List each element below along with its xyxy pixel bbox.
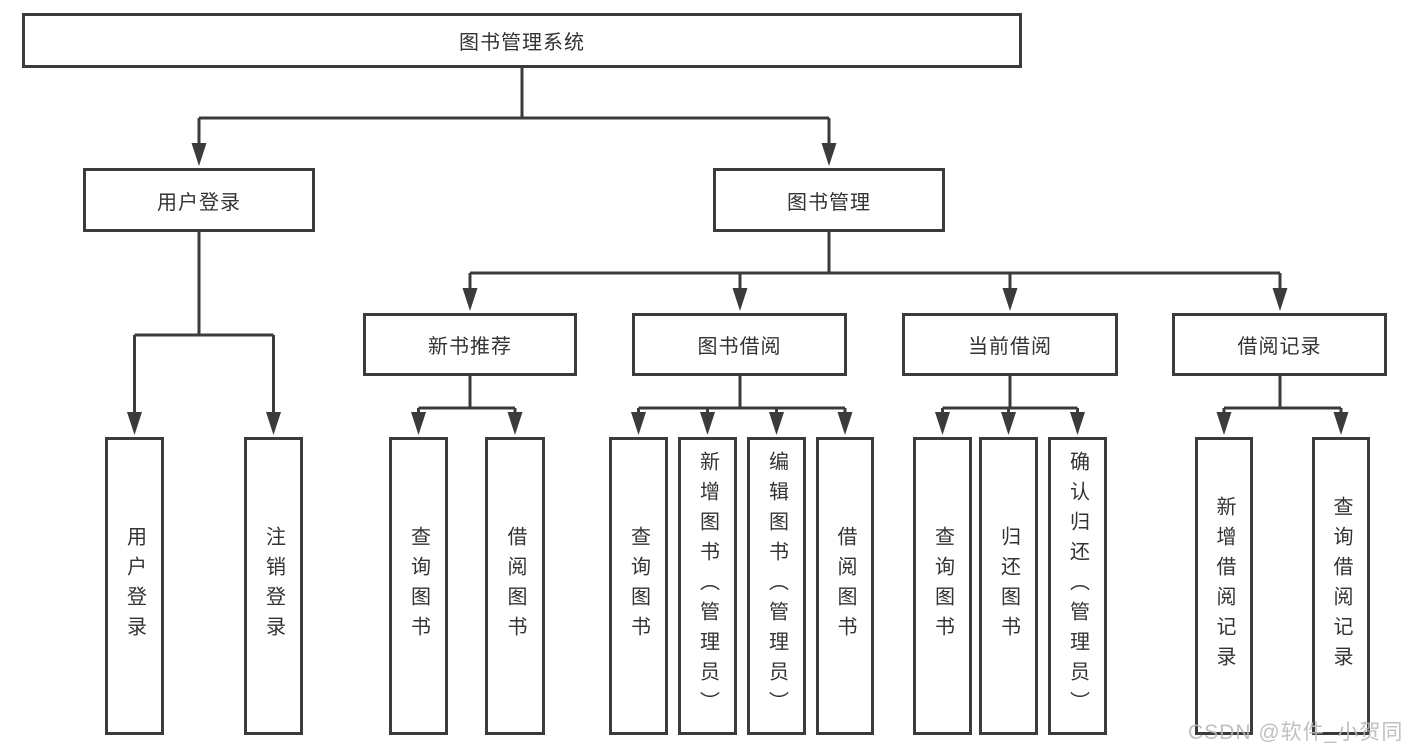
node-user-login: 用户登录 — [83, 168, 315, 232]
leaf-query-books-current: 查询图书 — [913, 437, 972, 735]
node-borrow-records: 借阅记录 — [1172, 313, 1387, 376]
leaf-user-login: 用户登录 — [105, 437, 164, 735]
node-book-borrowing: 图书借阅 — [632, 313, 847, 376]
csdn-watermark: CSDN @软件_小贺同学 — [1188, 721, 1405, 744]
leaf-query-books-recommend: 查询图书 — [389, 437, 448, 735]
leaf-confirm-return-admin: 确认归还（管理员） — [1048, 437, 1107, 735]
leaf-borrow-books-recommend: 借阅图书 — [485, 437, 545, 735]
node-current-borrowing: 当前借阅 — [902, 313, 1118, 376]
node-new-book-recommend: 新书推荐 — [363, 313, 577, 376]
leaf-query-borrow-record: 查询借阅记录 — [1312, 437, 1370, 735]
leaf-add-book-admin: 新增图书（管理员） — [678, 437, 737, 735]
leaf-add-borrow-record: 新增借阅记录 — [1195, 437, 1253, 735]
leaf-logout: 注销登录 — [244, 437, 303, 735]
leaf-query-books-borrow: 查询图书 — [609, 437, 668, 735]
arrowhead-icons — [127, 143, 1349, 435]
node-library-system: 图书管理系统 — [22, 13, 1022, 68]
leaf-edit-book-admin: 编辑图书（管理员） — [747, 437, 806, 735]
leaf-borrow-books: 借阅图书 — [816, 437, 874, 735]
node-book-management: 图书管理 — [713, 168, 945, 232]
leaf-return-book: 归还图书 — [979, 437, 1038, 735]
